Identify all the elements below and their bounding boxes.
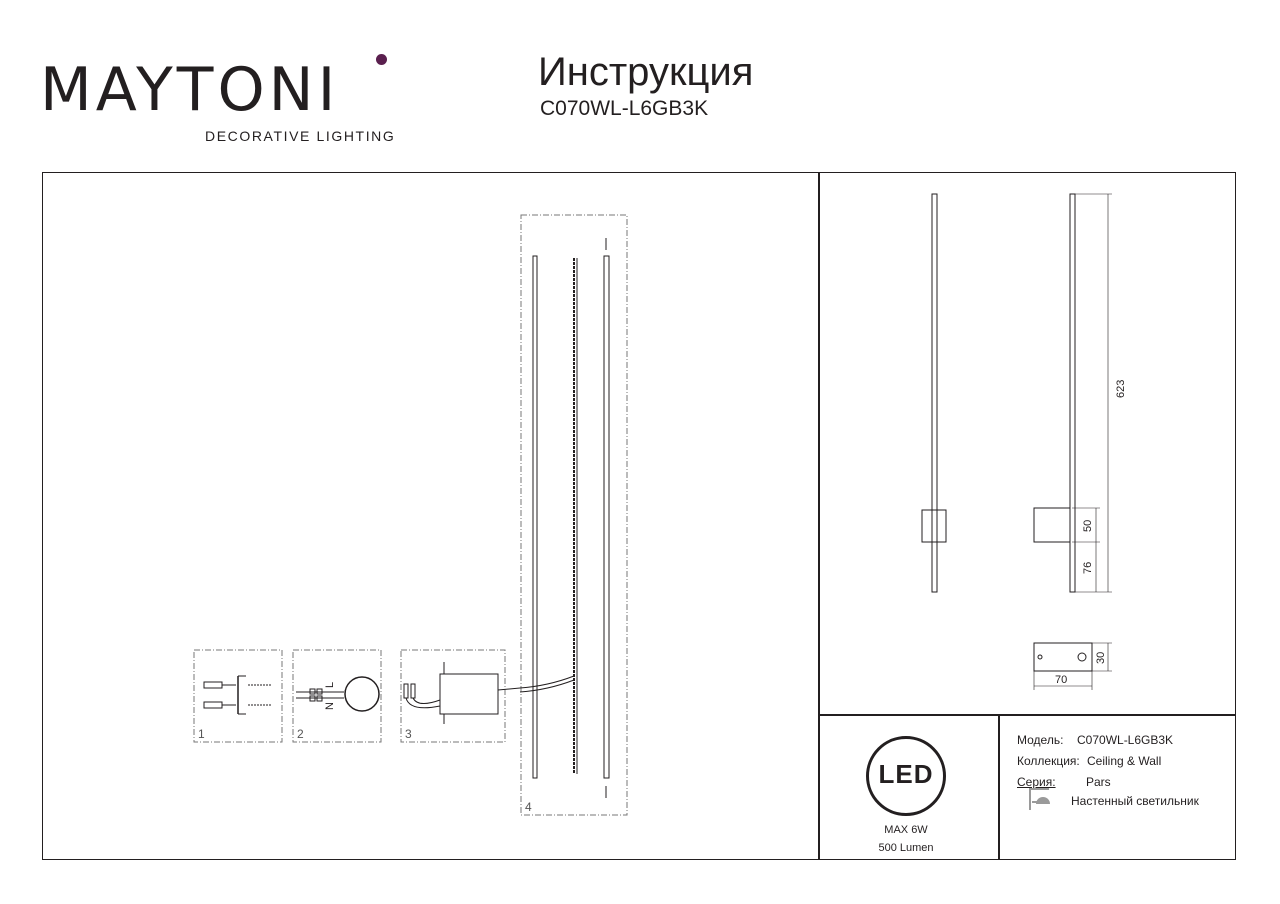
- step2-number: 2: [297, 727, 304, 741]
- dim-total-height: 623: [1115, 380, 1127, 398]
- wire-label-l: L: [324, 682, 336, 688]
- spec-series-value: Pars: [1086, 775, 1111, 789]
- spec-collection-value: Ceiling & Wall: [1087, 754, 1162, 768]
- dim-bracket-offset: 76: [1082, 562, 1094, 574]
- drawing-sheet: [42, 172, 1236, 860]
- logo-wordmark: MAYTONI: [40, 55, 340, 125]
- dim-base-width: 70: [1055, 674, 1067, 686]
- led-power: MAX 6W: [884, 824, 928, 836]
- spec-collection-label: Коллекция:: [1017, 754, 1080, 768]
- front-view: [921, 193, 947, 593]
- step3-number: 3: [405, 727, 412, 741]
- led-label: LED: [878, 759, 934, 789]
- dim-base-depth: 30: [1095, 652, 1107, 664]
- base-top-view: [1033, 642, 1112, 690]
- wall-lamp-icon: [1029, 788, 1050, 810]
- info-divider: [998, 714, 1000, 860]
- spec-model-value: C070WL-L6GB3K: [1077, 733, 1174, 747]
- logo-dot: [376, 54, 387, 65]
- dim-bracket-height: 50: [1082, 520, 1094, 532]
- side-view: [1033, 193, 1112, 593]
- step1-number: 1: [198, 727, 205, 741]
- logo-tagline: DECORATIVE LIGHTING: [205, 128, 396, 144]
- sheet-divider-vertical: [818, 172, 820, 860]
- spec-type-value: Настенный светильник: [1071, 794, 1199, 808]
- brand-logo: MAYTONI DECORATIVE LIGHTING: [40, 48, 396, 148]
- step1-panel: [193, 649, 283, 743]
- led-badge: LED: [866, 736, 946, 816]
- step4-number: 4: [525, 800, 532, 814]
- led-lumen: 500 Lumen: [878, 842, 934, 854]
- spec-model-label: Модель:: [1017, 733, 1064, 747]
- spec-series-label: Серия:: [1017, 775, 1056, 789]
- step2-panel: [292, 649, 382, 743]
- sheet-divider-horizontal: [818, 714, 1236, 716]
- step3-panel: [400, 649, 521, 743]
- wire-label-n: N: [324, 702, 336, 710]
- step4-panel: [519, 214, 628, 816]
- document-model-code: C070WL-L6GB3K: [540, 97, 709, 120]
- document-title: Инструкция: [538, 50, 754, 94]
